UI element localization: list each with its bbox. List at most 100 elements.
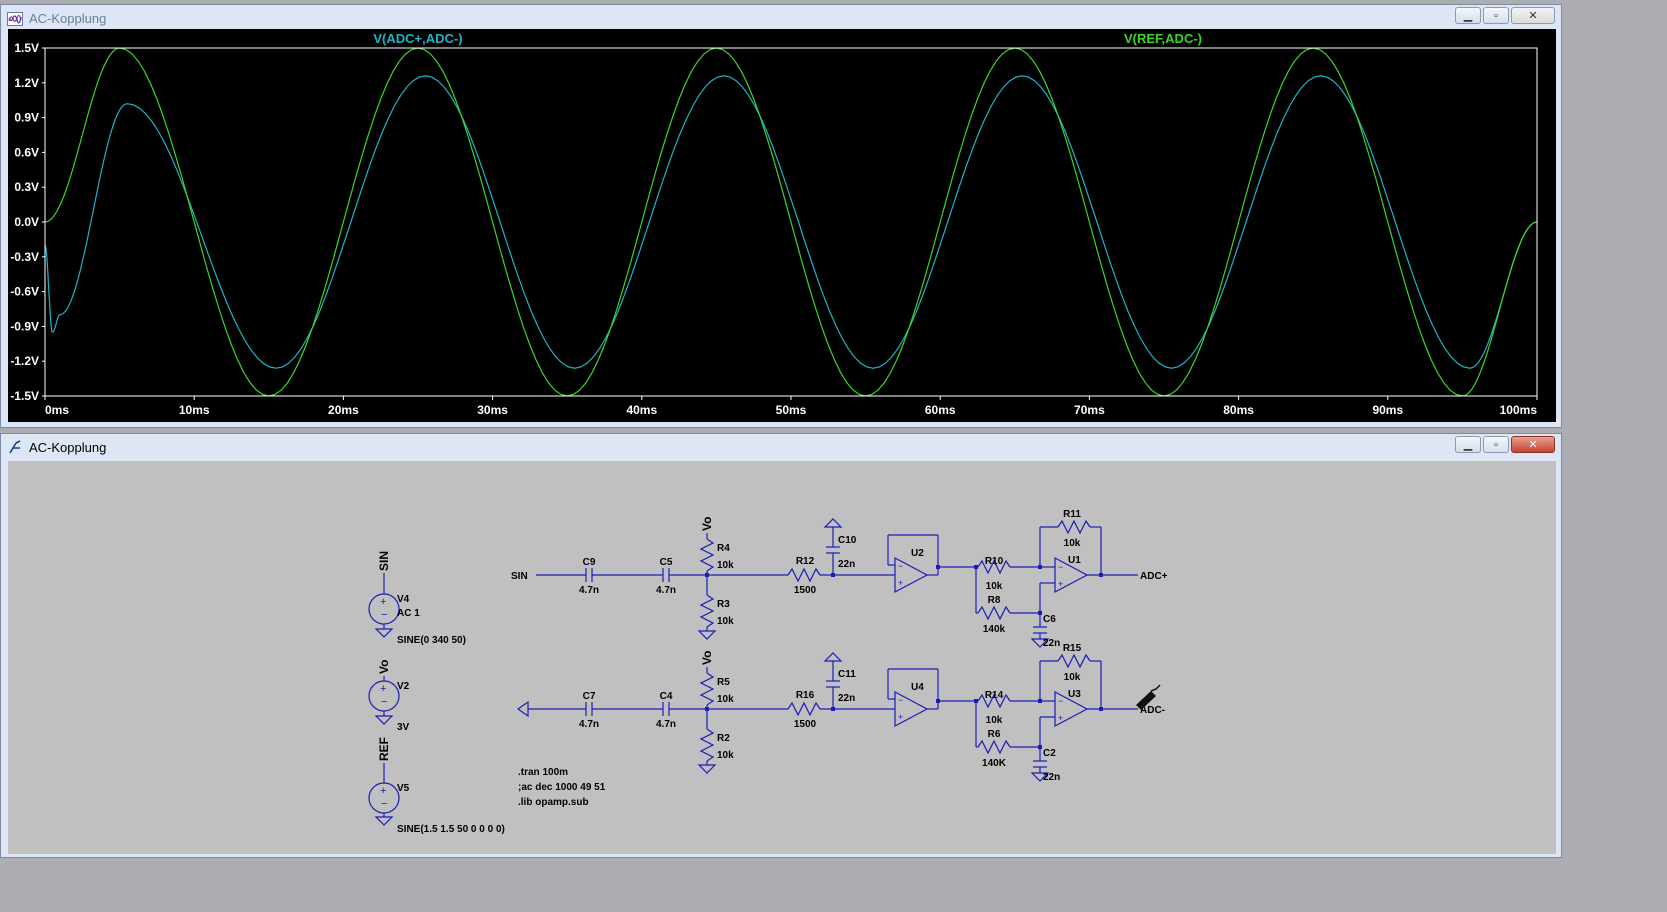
svg-text:+: +	[380, 683, 386, 695]
top-signal-chain	[536, 518, 1138, 648]
close-button[interactable]: ✕	[1511, 7, 1555, 24]
close-icon: ✕	[1528, 10, 1538, 22]
x-tick-label: 20ms	[328, 403, 359, 417]
component-label: 22n	[1043, 772, 1060, 783]
component-label: C4	[660, 691, 673, 702]
component-label: R15	[1063, 643, 1082, 654]
schematic-window[interactable]: AC-Kopplung ▁ ▫ ✕	[0, 433, 1562, 858]
trace-label[interactable]: V(REF,ADC-)	[1124, 31, 1202, 46]
spice-directive[interactable]: ;ac dec 1000 49 51	[518, 782, 606, 793]
source-v2[interactable]	[368, 676, 400, 725]
component-label: U3	[1068, 689, 1081, 700]
component-label: 1500	[794, 719, 817, 730]
svg-text:−: −	[898, 561, 903, 571]
component-label: R10	[985, 556, 1004, 567]
trace-label[interactable]: V(ADC+,ADC-)	[373, 31, 462, 46]
source-name: V2	[397, 681, 410, 692]
net-label: ADC+	[1140, 571, 1168, 582]
y-tick-label: 1.5V	[14, 41, 39, 55]
schematic-window-titlebar[interactable]: AC-Kopplung ▁ ▫ ✕	[1, 434, 1561, 461]
close-button[interactable]: ✕	[1511, 436, 1555, 453]
x-tick-label: 0ms	[45, 403, 69, 417]
spice-directive[interactable]: .tran 100m	[518, 767, 568, 778]
svg-text:−: −	[381, 609, 387, 621]
source-v5[interactable]	[368, 763, 400, 826]
junctions	[705, 565, 1103, 749]
component-label: 10k	[717, 694, 734, 705]
component-label: 140k	[983, 624, 1006, 635]
component-label: R8	[988, 595, 1001, 606]
svg-text:+: +	[1058, 579, 1063, 589]
waveform-window[interactable]: AC-Kopplung ▁ ▫ ✕ V(ADC+,ADC-) V(REF,ADC-…	[0, 4, 1562, 428]
y-tick-label: 0.0V	[14, 215, 39, 229]
svg-text:+: +	[380, 785, 386, 797]
component-label: R6	[988, 729, 1001, 740]
y-tick-label: 0.3V	[14, 180, 39, 194]
component-label: R2	[717, 733, 730, 744]
component-label: R12	[796, 556, 815, 567]
net-label: SIN	[511, 571, 528, 582]
svg-text:+: +	[1058, 713, 1063, 723]
source-v4[interactable]	[368, 573, 400, 638]
source-name: V5	[397, 783, 410, 794]
schematic-window-title: AC-Kopplung	[29, 440, 107, 455]
minimize-icon: ▁	[1463, 10, 1473, 22]
maximize-button[interactable]: ▫	[1483, 436, 1509, 453]
trace-line	[44, 75, 1538, 369]
x-tick-label: 90ms	[1372, 403, 1403, 417]
component-label: C11	[838, 669, 856, 680]
waveform-plot[interactable]: V(ADC+,ADC-)V(REF,ADC-) 1.5V1.2V0.9V0.6V…	[8, 29, 1556, 422]
waveform-window-titlebar[interactable]: AC-Kopplung ▁ ▫ ✕	[1, 5, 1561, 32]
component-label: C6	[1043, 614, 1056, 625]
source-value: SINE(1.5 1.5 50 0 0 0 0)	[397, 824, 505, 835]
y-tick-label: -0.9V	[10, 319, 39, 333]
component-label: R3	[717, 599, 730, 610]
x-tick-label: 100ms	[1500, 403, 1538, 417]
x-tick-label: 80ms	[1223, 403, 1254, 417]
component-label: 10k	[986, 715, 1003, 726]
waveform-window-title: AC-Kopplung	[29, 11, 107, 26]
spice-directive[interactable]: .lib opamp.sub	[518, 797, 589, 808]
source-params: AC 1	[397, 608, 420, 619]
component-label: 4.7n	[656, 585, 676, 596]
x-tick-label: 10ms	[179, 403, 210, 417]
svg-text:+: +	[898, 578, 903, 588]
component-label: 140K	[982, 758, 1007, 769]
probe-cursor-icon	[1136, 684, 1161, 710]
component-label: 22n	[838, 559, 855, 570]
minimize-button[interactable]: ▁	[1455, 7, 1481, 24]
net-label: Vo	[700, 517, 714, 531]
net-label: SIN	[377, 551, 391, 571]
x-tick-label: 60ms	[925, 403, 956, 417]
minimize-button[interactable]: ▁	[1455, 436, 1481, 453]
component-label: C10	[838, 535, 857, 546]
maximize-button[interactable]: ▫	[1483, 7, 1509, 24]
source-value: 3V	[397, 722, 410, 733]
y-tick-label: 1.2V	[14, 76, 39, 90]
component-label: U1	[1068, 555, 1081, 566]
net-label: REF	[377, 737, 391, 761]
y-tick-label: 0.9V	[14, 111, 39, 125]
x-tick-label: 70ms	[1074, 403, 1105, 417]
component-label: 10k	[717, 616, 734, 627]
component-label: 4.7n	[656, 719, 676, 730]
trace-line	[44, 47, 1538, 397]
close-icon: ✕	[1528, 439, 1538, 451]
source-polarity: +− +− +−	[380, 596, 387, 810]
component-label: 1500	[794, 585, 817, 596]
component-label: C9	[583, 557, 596, 568]
component-label: 4.7n	[579, 585, 599, 596]
component-label: 10k	[717, 750, 734, 761]
svg-text:−: −	[381, 798, 387, 810]
svg-text:−: −	[898, 695, 903, 705]
schematic-app-icon	[7, 439, 23, 456]
waveform-app-icon	[7, 11, 23, 27]
source-name: V4	[397, 594, 410, 605]
component-label: R4	[717, 543, 730, 554]
net-label: Vo	[377, 660, 391, 674]
component-label: 4.7n	[579, 719, 599, 730]
component-label: R11	[1063, 509, 1081, 520]
